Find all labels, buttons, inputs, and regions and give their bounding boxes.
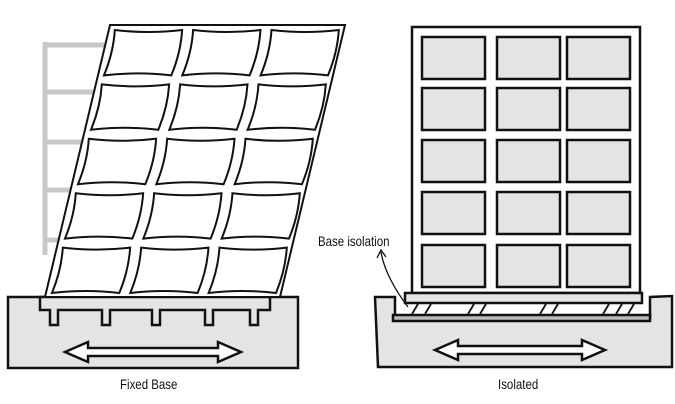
base-isolation-pointer-arrow bbox=[376, 248, 409, 308]
ground-motion-arrow bbox=[431, 338, 609, 362]
window bbox=[420, 35, 487, 81]
distorted-window bbox=[63, 192, 145, 240]
fixed-base-ground bbox=[6, 295, 300, 370]
ground-motion-arrow bbox=[61, 340, 245, 364]
isolator-bearing bbox=[627, 303, 635, 315]
deformed-building bbox=[43, 24, 347, 298]
distorted-window bbox=[141, 192, 223, 240]
distorted-window bbox=[220, 192, 301, 240]
isolator-bearing bbox=[467, 303, 475, 315]
distorted-window bbox=[128, 246, 210, 295]
isolator-bearing bbox=[539, 303, 547, 315]
distorted-window bbox=[50, 246, 132, 295]
window bbox=[495, 35, 562, 81]
window bbox=[420, 86, 487, 132]
distorted-window bbox=[76, 137, 158, 186]
window bbox=[420, 190, 487, 236]
window bbox=[495, 243, 562, 289]
isolator-bearing bbox=[411, 303, 419, 315]
distorted-window bbox=[259, 28, 340, 77]
isolated-ground bbox=[373, 294, 674, 369]
window bbox=[565, 86, 632, 132]
window bbox=[495, 190, 562, 236]
distorted-window bbox=[180, 28, 262, 77]
isolated-label: Isolated bbox=[498, 376, 539, 392]
isolator-bearing bbox=[615, 303, 623, 315]
window bbox=[420, 243, 487, 289]
original-position-ghost bbox=[42, 42, 112, 255]
base-isolators bbox=[391, 291, 652, 323]
distorted-window bbox=[154, 137, 236, 186]
window bbox=[565, 35, 632, 81]
base-isolation-label: Base isolation bbox=[318, 233, 390, 249]
isolator-bearing bbox=[551, 303, 559, 315]
distorted-window bbox=[246, 83, 327, 131]
isolated-building bbox=[410, 25, 642, 295]
window bbox=[495, 86, 562, 132]
window bbox=[565, 138, 632, 184]
isolator-bearing bbox=[479, 303, 487, 315]
window bbox=[420, 138, 487, 184]
distorted-window bbox=[102, 28, 184, 77]
window bbox=[565, 243, 632, 289]
distorted-window bbox=[207, 246, 288, 295]
window bbox=[565, 190, 632, 236]
window bbox=[495, 138, 562, 184]
distorted-window bbox=[167, 83, 249, 131]
isolator-bearing bbox=[424, 303, 432, 315]
distorted-window bbox=[233, 137, 314, 186]
distorted-window bbox=[89, 83, 171, 131]
isolator-bearing bbox=[602, 303, 610, 315]
fixed-base-label: Fixed Base bbox=[120, 376, 178, 392]
